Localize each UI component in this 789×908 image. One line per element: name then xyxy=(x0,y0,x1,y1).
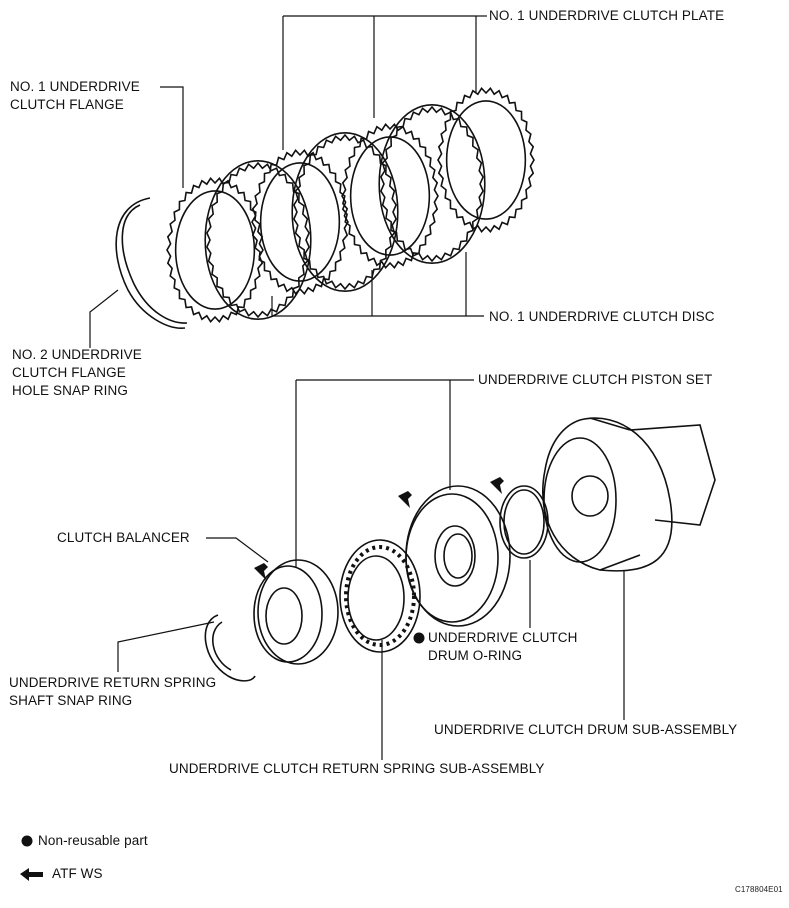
label-clutch-disc: NO. 1 UNDERDRIVE CLUTCH DISC xyxy=(489,309,715,324)
label-flange-line1: NO. 1 UNDERDRIVE xyxy=(10,79,140,94)
non-reusable-bullet-icon xyxy=(413,632,425,644)
legend-non-reusable: Non-reusable part xyxy=(38,833,148,848)
flange-hole-snap-ring xyxy=(115,197,188,329)
drum-o-ring xyxy=(499,485,549,559)
clutch-plate xyxy=(251,149,349,295)
legend-atf: ATF WS xyxy=(52,866,103,881)
label-oring-line2: DRUM O-RING xyxy=(428,648,523,663)
clutch-flange xyxy=(166,177,264,323)
return-spring-assembly xyxy=(339,539,421,653)
label-clutch-balancer: CLUTCH BALANCER xyxy=(57,530,190,545)
atf-arrow-icon xyxy=(398,491,412,508)
return-spring-snap-ring xyxy=(204,614,256,682)
upper-leader-lines xyxy=(89,15,625,760)
label-drum-sub-assembly: UNDERDRIVE CLUTCH DRUM SUB-ASSEMBLY xyxy=(434,722,738,737)
clutch-piston xyxy=(405,485,511,627)
label-snap-ring-line3: HOLE SNAP RING xyxy=(12,383,128,398)
label-flange-line2: CLUTCH FLANGE xyxy=(10,97,124,112)
label-snap-ring-line2: CLUTCH FLANGE xyxy=(12,365,126,380)
legend-bullet-icon xyxy=(21,835,33,847)
upper-clutch-pack xyxy=(166,87,535,323)
label-piston-set: UNDERDRIVE CLUTCH PISTON SET xyxy=(478,372,713,387)
label-return-snap-line2: SHAFT SNAP RING xyxy=(9,693,133,708)
label-clutch-plate: NO. 1 UNDERDRIVE CLUTCH PLATE xyxy=(489,8,725,23)
label-oring-line1: UNDERDRIVE CLUTCH xyxy=(428,630,578,645)
clutch-balancer xyxy=(253,559,339,665)
lower-parts xyxy=(204,417,716,682)
figure-code: C178804E01 xyxy=(735,885,783,894)
clutch-plate xyxy=(437,87,535,233)
label-return-spring-sub-assembly: UNDERDRIVE CLUTCH RETURN SPRING SUB-ASSE… xyxy=(169,761,545,776)
label-return-snap-line1: UNDERDRIVE RETURN SPRING xyxy=(9,675,217,690)
clutch-drum xyxy=(542,417,716,572)
legend-arrow-icon xyxy=(20,868,43,881)
atf-arrow-icon xyxy=(490,477,504,494)
clutch-disc xyxy=(204,160,312,320)
clutch-disc xyxy=(291,132,399,292)
label-snap-ring-line1: NO. 2 UNDERDRIVE xyxy=(12,347,142,362)
atf-arrows xyxy=(254,477,504,580)
atf-arrow-icon xyxy=(254,563,268,580)
